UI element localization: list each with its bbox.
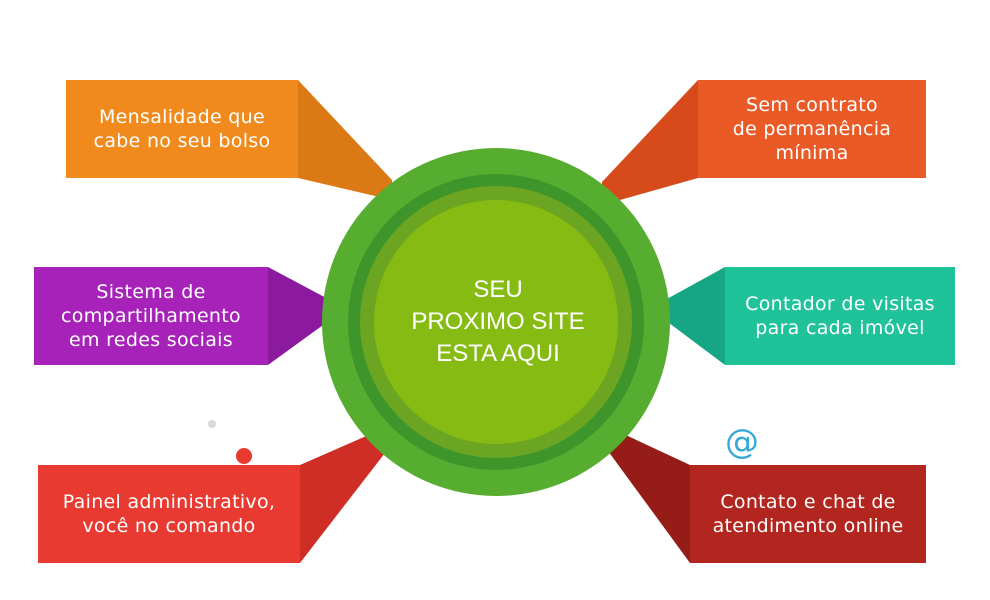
svg-text:@: @ <box>725 422 759 462</box>
center-label-text: SEU PROXIMO SITE ESTA AQUI <box>411 276 585 367</box>
feature-label-chat: Contato e chat de atendimento online <box>712 491 904 537</box>
feature-label-monthly: Mensalidade que cabe no seu bolso <box>93 106 271 152</box>
feature-label-social: Sistema de compartilhamento em redes soc… <box>61 281 241 351</box>
connector-admin <box>300 430 395 563</box>
feature-box-chat: Contato e chat de atendimento online <box>690 465 926 563</box>
connector-social <box>268 267 330 365</box>
connector-chat <box>600 430 690 563</box>
feature-box-admin: Painel administrativo, você no comando <box>38 465 300 563</box>
feature-box-visits: Contador de visitas para cada imóvel <box>725 267 955 365</box>
feature-box-contract: Sem contrato de permanência mínima <box>698 80 926 178</box>
feature-label-visits: Contador de visitas para cada imóvel <box>745 293 935 339</box>
connector-visits <box>665 267 725 365</box>
feature-label-contract: Sem contrato de permanência mínima <box>732 94 892 164</box>
center-label: SEU PROXIMO SITE ESTA AQUI <box>380 262 616 382</box>
center-circle-inner <box>374 200 618 444</box>
feature-box-social: Sistema de compartilhamento em redes soc… <box>34 267 268 365</box>
feature-box-monthly: Mensalidade que cabe no seu bolso <box>66 80 298 178</box>
connector-contract <box>602 80 698 205</box>
feature-label-admin: Painel administrativo, você no comando <box>62 491 276 537</box>
connector-monthly <box>298 80 392 200</box>
